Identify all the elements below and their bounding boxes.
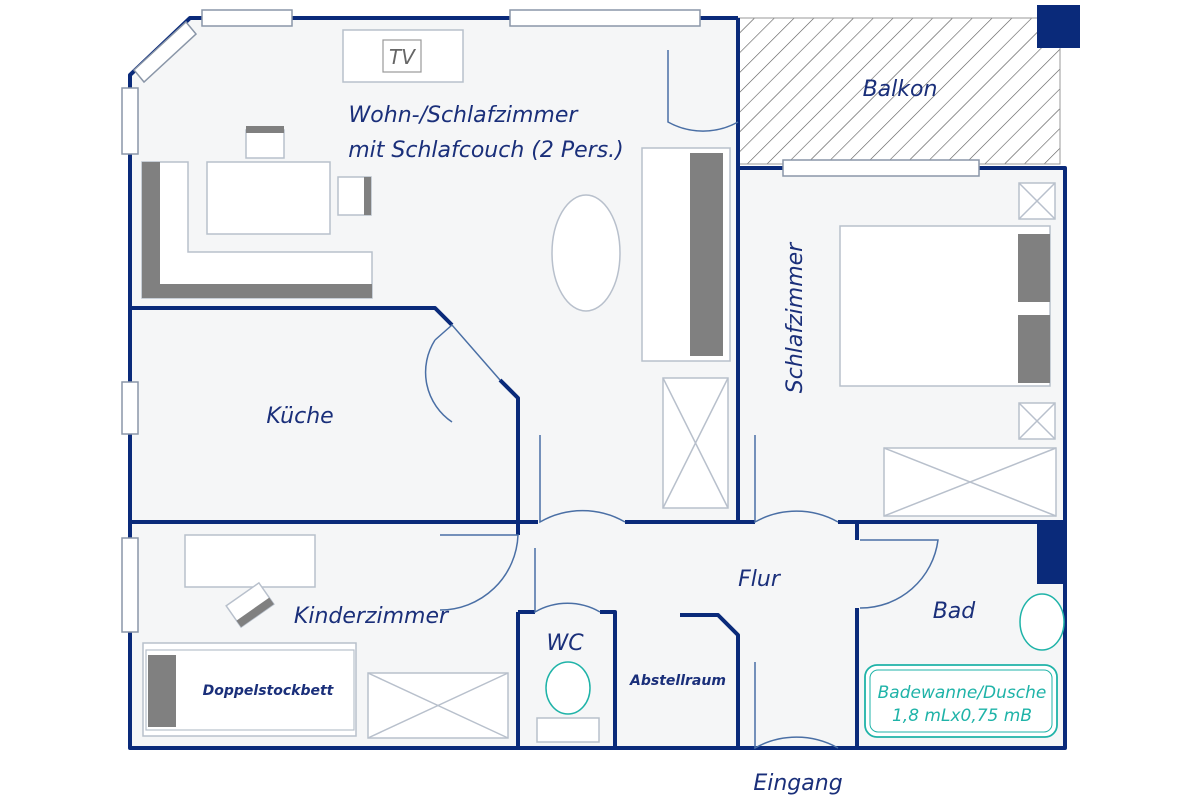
- nightstand-2: [1018, 402, 1056, 440]
- sofa-bed-back: [690, 153, 723, 356]
- small-table-back: [246, 126, 284, 133]
- wardrobe-kinder: [367, 672, 509, 739]
- label-kueche: Küche: [266, 404, 333, 429]
- doors: [424, 50, 939, 750]
- label-bad: Bad: [933, 599, 977, 624]
- pillow-1: [1018, 234, 1050, 302]
- tv-label: TV: [389, 45, 416, 69]
- label-badewanne-line2: 1,8 mLx0,75 mB: [892, 706, 1032, 726]
- wardrobe-schlaf: [883, 447, 1057, 517]
- label-kinderzimmer: Kinderzimmer: [294, 604, 450, 629]
- corner-block-top-right: [1037, 5, 1080, 48]
- coffee-table: [206, 161, 331, 235]
- corner-sofa-back-h: [142, 284, 372, 298]
- label-balkon: Balkon: [863, 77, 938, 102]
- nightstand-1: [1018, 182, 1056, 220]
- double-bed: [839, 225, 1051, 387]
- tv-box: [382, 39, 422, 73]
- wardrobe-wohn: [662, 377, 729, 509]
- label-eingang: Eingang: [753, 771, 842, 796]
- corner-sofa-back-v: [142, 162, 160, 298]
- toilet: [545, 661, 591, 715]
- label-wohn-line2: mit Schlafcouch (2 Pers.): [348, 138, 624, 163]
- washbasin: [1019, 593, 1065, 651]
- corner-block-bad: [1037, 522, 1065, 584]
- bathtub-inner: [869, 669, 1053, 733]
- label-flur: Flur: [738, 567, 782, 592]
- label-doppelstockbett: Doppelstockbett: [203, 683, 335, 699]
- balkon-area: [737, 17, 1061, 165]
- small-table: [245, 129, 285, 159]
- label-badewanne-line1: Badewanne/Dusche: [878, 683, 1047, 703]
- bunk-bed-inner: [145, 649, 355, 731]
- label-wc: WC: [546, 631, 584, 656]
- windows: [121, 9, 980, 633]
- label-wohn-line1: Wohn-/Schlafzimmer: [349, 103, 580, 128]
- dining-table: [551, 194, 621, 312]
- bathtub: [864, 664, 1058, 738]
- label-abstellraum: Abstellraum: [629, 673, 726, 689]
- toilet-tank: [536, 717, 600, 743]
- label-schlafzimmer: Schlafzimmer: [783, 241, 808, 393]
- desk-chair: [225, 581, 275, 629]
- pillow-2: [1018, 315, 1050, 383]
- bunk-bed-pillow: [148, 655, 176, 727]
- desk: [184, 534, 316, 588]
- armchair-back: [364, 177, 371, 215]
